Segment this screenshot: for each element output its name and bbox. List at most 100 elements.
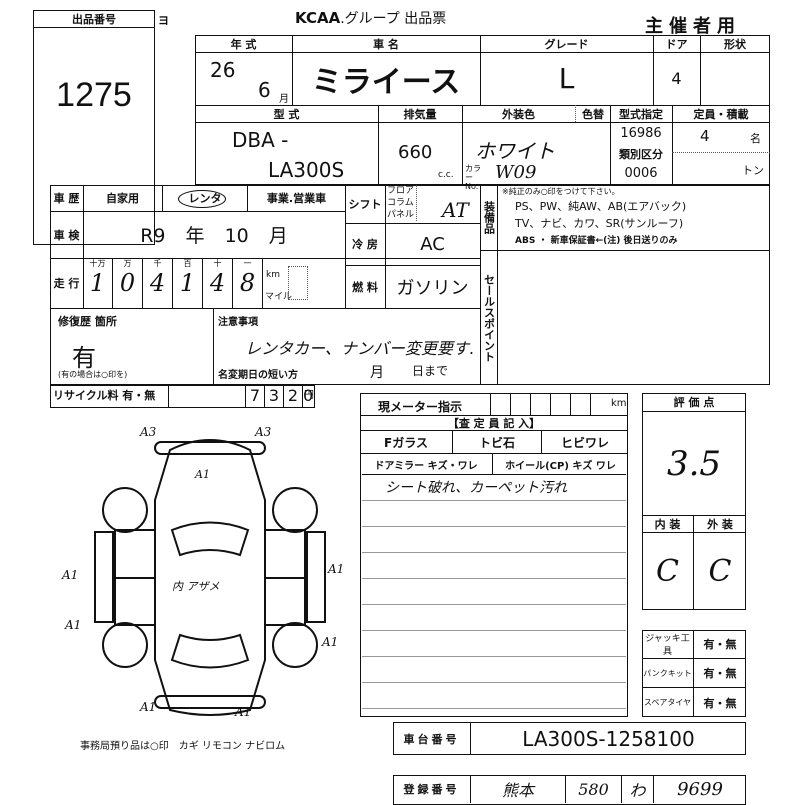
category-value: 0006 bbox=[624, 165, 658, 181]
windshield bbox=[170, 521, 250, 557]
unit-label: 千 bbox=[153, 259, 162, 268]
model-prefix: DBA - bbox=[232, 128, 289, 152]
grade-label: グレード bbox=[544, 37, 589, 51]
capacity-unit: 名 bbox=[750, 132, 761, 145]
load-unit: トン bbox=[742, 164, 764, 177]
digit-value: 4 bbox=[209, 269, 226, 297]
score-label: 評 価 点 bbox=[642, 393, 746, 412]
accessory-value: 有・無 bbox=[694, 659, 746, 688]
meter-km: km bbox=[611, 398, 627, 409]
divider bbox=[462, 105, 463, 185]
type-designation-label: 型式指定 bbox=[619, 107, 663, 121]
interior-grade: C bbox=[642, 533, 694, 610]
digit-value: 1 bbox=[89, 269, 106, 297]
lot-box bbox=[33, 10, 155, 245]
displacement-unit: c.c. bbox=[438, 170, 454, 180]
registration-number: 9699 bbox=[677, 778, 723, 800]
recycle-label: リサイクル料 有・無 bbox=[51, 386, 169, 407]
accessories-box bbox=[642, 630, 746, 717]
mirror-label: ドアミラー キズ・ワレ bbox=[360, 453, 493, 474]
digit-value: 8 bbox=[239, 269, 256, 297]
wheel-fr bbox=[272, 487, 318, 533]
comment-lines bbox=[362, 474, 626, 717]
shift-options: フロア コラム パネル bbox=[387, 185, 418, 221]
color-no: W09 bbox=[495, 162, 537, 183]
wheel-fl bbox=[102, 487, 148, 533]
capacity-label: 定員・積載 bbox=[693, 107, 749, 121]
crack-label: ヒビワレ bbox=[560, 435, 609, 450]
displacement-label: 排気量 bbox=[403, 107, 437, 121]
lot-label: 出品番号 bbox=[33, 10, 155, 28]
ac-value: AC bbox=[420, 233, 445, 255]
rear-bumper bbox=[154, 695, 266, 709]
divider bbox=[195, 52, 770, 53]
divider bbox=[50, 258, 480, 259]
fglass-label: Fガラス bbox=[360, 431, 453, 453]
inspector-section: 【査 定 員 記 入】 bbox=[360, 415, 628, 431]
registration-kana: わ bbox=[622, 775, 654, 803]
damage-mark: A1 bbox=[140, 700, 157, 714]
lot-number: 1275 bbox=[56, 75, 132, 114]
shift-floor: フロア bbox=[387, 186, 415, 196]
divider bbox=[292, 35, 293, 105]
grade-value: L bbox=[558, 62, 575, 95]
exterior-grade: C bbox=[708, 554, 732, 589]
divider bbox=[345, 223, 480, 224]
digit-value: 4 bbox=[149, 269, 166, 297]
divider bbox=[480, 35, 481, 105]
sales-point-label: セールスポイント bbox=[482, 273, 496, 362]
accessory-label: パンクキット bbox=[642, 659, 694, 688]
recycle-digit: 3 bbox=[265, 386, 284, 407]
divider bbox=[480, 185, 481, 385]
damage-mark: A1 bbox=[235, 705, 252, 719]
equipment-line2: TV、ナビ、カワ、SR(サンルーフ) bbox=[515, 217, 684, 230]
registration-label: 登録番号 bbox=[393, 775, 471, 803]
inspector-comment: シート破れ、カーペット汚れ bbox=[385, 480, 568, 496]
shape-label: 形状 bbox=[724, 37, 746, 51]
score-box bbox=[642, 393, 746, 610]
chassis-label: 車台番号 bbox=[393, 722, 471, 755]
usage-label: 主催者用 bbox=[645, 16, 741, 37]
history-label: 車 歴 bbox=[53, 192, 80, 205]
title-text: .グループ 出品票 bbox=[340, 11, 447, 27]
shift-panel: パネル bbox=[387, 210, 415, 220]
recycle-unit: 円 bbox=[304, 390, 314, 401]
divider bbox=[195, 105, 770, 106]
doors-value: 4 bbox=[671, 69, 682, 88]
damage-mark: A1 bbox=[195, 468, 210, 481]
header-title: KCAA.グループ 出品票 bbox=[295, 8, 446, 28]
year-label: 年 式 bbox=[230, 37, 257, 51]
unit-label: 十 bbox=[213, 259, 222, 268]
damage-mark: A1 bbox=[65, 618, 82, 632]
inspection-value: R9 年 10 月 bbox=[140, 225, 288, 247]
equipment-label: 装備品 bbox=[482, 201, 496, 234]
rental-circle bbox=[178, 190, 226, 208]
meter-boxes bbox=[490, 393, 610, 415]
shift-column: コラム bbox=[387, 198, 414, 208]
front-bumper bbox=[154, 441, 266, 455]
accessory-label: スペアタイヤ bbox=[642, 688, 694, 717]
damage-mark: A1 bbox=[62, 568, 79, 582]
mile-box bbox=[288, 266, 308, 300]
history-business: 事業.営業車 bbox=[266, 192, 327, 205]
car-body-outline bbox=[154, 439, 266, 716]
capacity-value: 4 bbox=[700, 127, 710, 145]
registration-class: 580 bbox=[566, 775, 622, 803]
divider bbox=[385, 185, 386, 308]
month-value: 6 bbox=[258, 78, 271, 102]
lot-mark: ヨ bbox=[158, 14, 169, 27]
meter-label: 現メーター指示 bbox=[378, 400, 463, 414]
year-value: 26 bbox=[210, 58, 236, 82]
repair-value: 有 bbox=[72, 344, 96, 372]
deadline-label: 名変期日の短い方 bbox=[218, 370, 298, 381]
name-label: 車 名 bbox=[373, 37, 399, 51]
unit-label: 十万 bbox=[89, 259, 106, 268]
type-designation: 16986 bbox=[620, 125, 662, 141]
divider bbox=[195, 122, 770, 123]
